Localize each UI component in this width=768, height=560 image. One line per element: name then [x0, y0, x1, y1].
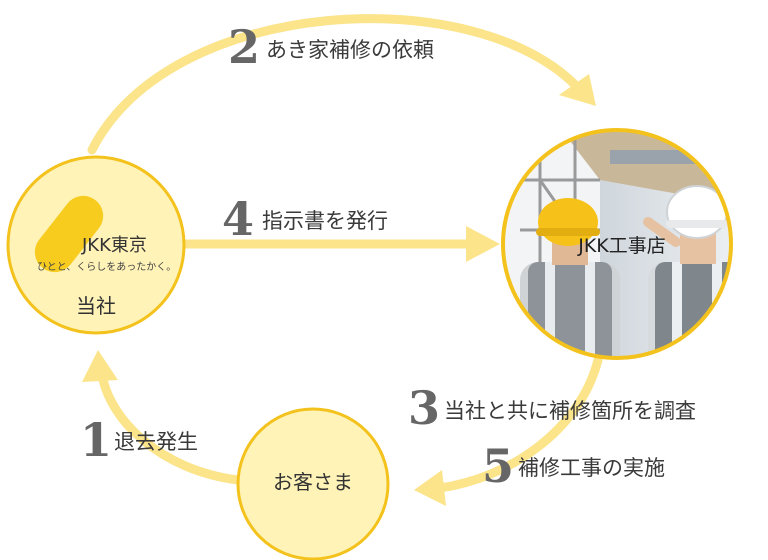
customer-circle	[236, 407, 390, 560]
step-1-label: 退去発生	[114, 430, 198, 454]
company-logo-text: JKK東京	[82, 235, 147, 256]
jkk-logo-icon	[34, 195, 104, 273]
step-3-label: 当社と共に補修箇所を調査	[444, 399, 696, 423]
arrowhead-survey-repair	[414, 470, 446, 506]
step-3-number: 3	[408, 381, 441, 435]
step-4-label: 指示書を発行	[262, 209, 388, 233]
step-2-label: あき家補修の依頼	[266, 38, 434, 62]
step-5-number: 5	[482, 439, 515, 493]
company-label: 当社	[76, 294, 116, 318]
step-2-number: 2	[228, 20, 261, 74]
arrowhead-request	[559, 74, 596, 106]
arrowhead-instruction	[466, 226, 500, 262]
company-slogan: ひとと、くらしをあったかく。	[37, 262, 177, 273]
arrow-survey-repair	[435, 355, 603, 493]
company-circle	[6, 155, 186, 335]
arrow-request	[87, 14, 585, 155]
customer-label: お客さま	[273, 470, 353, 494]
arrowhead-move-out	[82, 350, 118, 382]
step-4-number: 4	[222, 192, 255, 246]
step-1-number: 1	[80, 413, 113, 467]
step-5-label: 補修工事の実施	[518, 456, 665, 480]
contractor-circle-border	[501, 128, 733, 360]
contractor-label: JKK工事店	[578, 235, 666, 257]
arrow-move-out	[97, 370, 243, 485]
